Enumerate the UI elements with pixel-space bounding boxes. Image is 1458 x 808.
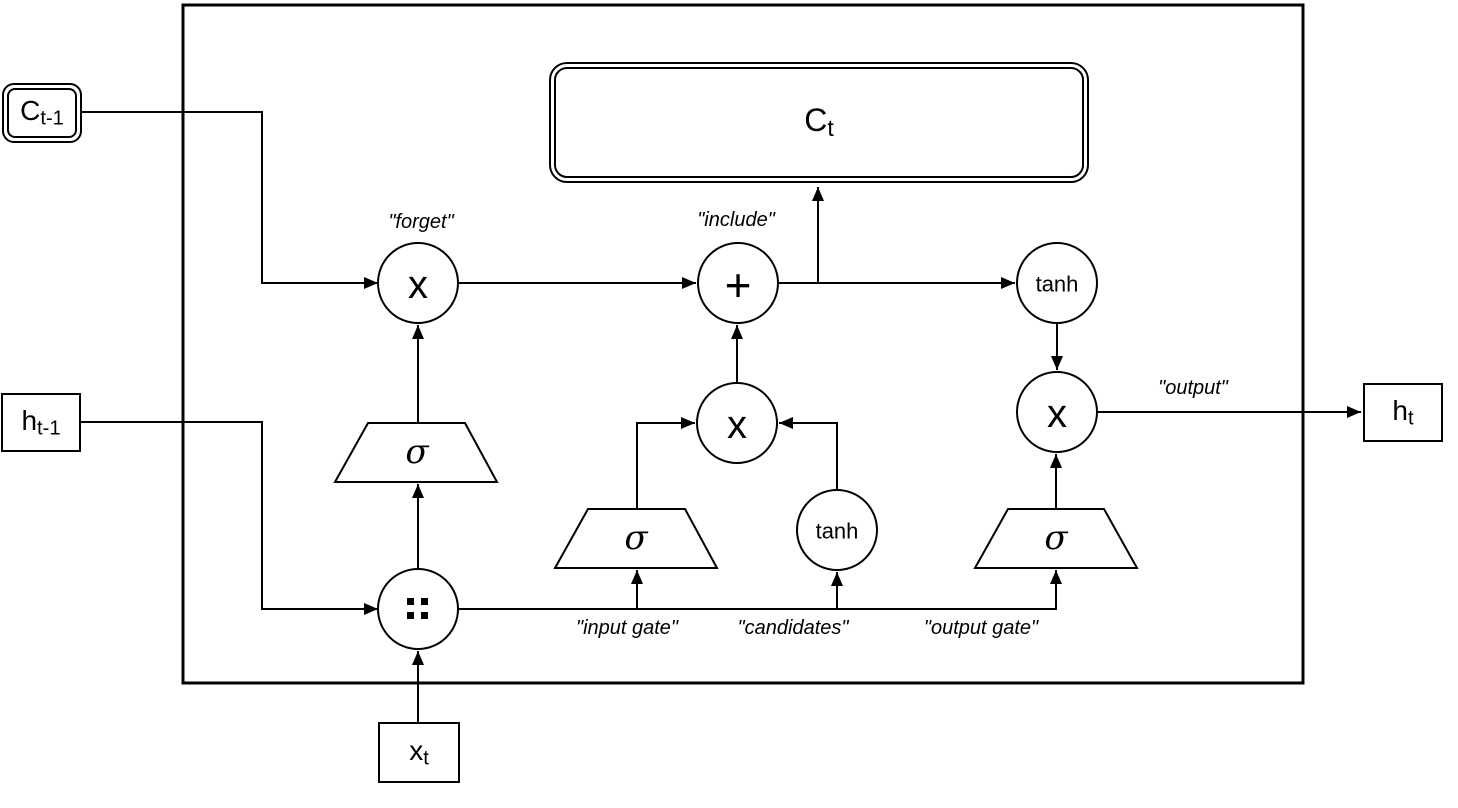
h-prev-box: ht-1 (1, 393, 81, 452)
h-prev-label: ht-1 (21, 404, 61, 440)
h-out-label: ht (1392, 394, 1414, 430)
forget-multiply-symbol: x (408, 263, 428, 307)
sigma-forget-symbol: σ (405, 432, 429, 472)
concat-icon (407, 598, 428, 619)
edge-concat-bus-to-sigma-output (458, 570, 1062, 610)
mid-multiply-node (696, 382, 778, 464)
tanh-candidates-label: tanh (816, 519, 859, 544)
sigma-input-gate (553, 508, 719, 569)
edge-cprev-to-forget (82, 111, 378, 289)
x-input-label: xt (409, 734, 429, 770)
output-gate-label: "output gate" (923, 617, 1039, 639)
output-label: "output" (1158, 377, 1228, 399)
forget-multiply-node (377, 242, 459, 324)
output-multiply-node (1016, 371, 1098, 453)
x-input-box: xt (378, 722, 460, 783)
edge-tanh-candidates-to-mid-mul (779, 417, 838, 490)
lstm-cell-container (181, 3, 1305, 685)
sigma-input-symbol: σ (624, 518, 648, 558)
candidates-label: "candidates" (737, 617, 849, 639)
h-out-box: ht (1363, 383, 1443, 442)
include-label: "include" (697, 209, 775, 231)
c-out-box: Ct (549, 62, 1089, 183)
edge-hprev-to-concat (81, 421, 378, 615)
sigma-output-gate (973, 508, 1139, 569)
tanh-top-label: tanh (1036, 272, 1079, 297)
c-prev-box: Ct-1 (2, 83, 82, 143)
include-add-symbol: + (725, 259, 752, 311)
sigma-forget-gate (333, 422, 499, 483)
tanh-candidates-node (796, 489, 878, 571)
sigma-output-symbol: σ (1044, 518, 1068, 558)
forget-label: "forget" (388, 211, 454, 233)
c-prev-label: Ct-1 (20, 95, 64, 130)
include-add-node (697, 242, 779, 324)
mid-multiply-symbol: x (727, 403, 747, 447)
c-out-label: Ct (804, 102, 834, 142)
input-gate-label: "input gate" (575, 617, 679, 639)
edge-sigma-input-to-mid-mul (636, 417, 695, 509)
output-multiply-symbol: x (1047, 392, 1067, 436)
concat-node (377, 568, 459, 650)
tanh-top-node (1016, 242, 1098, 324)
